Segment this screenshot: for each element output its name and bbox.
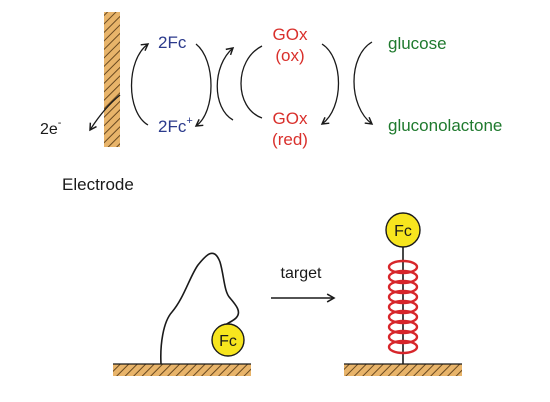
ferrocene-reduced-label: 2Fc [158, 33, 187, 52]
glucose-arrow-in [353, 41, 374, 125]
fc-reporter-far [385, 212, 421, 248]
gox-cycle-arrow-left [240, 45, 263, 119]
gox-oxidized-label: GOx [273, 25, 308, 44]
target-label: target [281, 265, 322, 282]
gox-reduced-state: (red) [272, 130, 308, 149]
helix-turn [387, 289, 419, 305]
surface-left [113, 364, 251, 376]
electrode-label: Electrode [62, 175, 134, 194]
glucose-label: glucose [388, 34, 447, 53]
electron-label: 2e- [40, 117, 62, 138]
gox-oxidized-state: (ox) [275, 46, 304, 65]
fc-reporter-near-label: Fc [219, 333, 237, 350]
fc-reporter-near [211, 323, 245, 357]
surface-right [344, 364, 462, 376]
helix-turn [387, 299, 419, 315]
folded-probe-strand [160, 252, 240, 365]
ferrocenium-label: 2Fc+ [158, 115, 193, 136]
helix-turn [387, 259, 419, 275]
target-duplex-helix [387, 259, 419, 355]
helix-turn [387, 309, 419, 325]
fc-cycle-arrow-down [194, 43, 212, 127]
gluconolactone-label: gluconolactone [388, 116, 502, 135]
glucose-arrow-out [320, 43, 340, 125]
fc-reporter-far-label: Fc [394, 223, 412, 240]
helix-turn [387, 279, 419, 295]
helix-turn [387, 319, 419, 335]
helix-turn [387, 329, 419, 345]
electrode-bar [104, 12, 120, 147]
helix-turn [387, 269, 419, 285]
gox-cycle-arrow-right [216, 47, 235, 121]
fc-cycle-arrow-up [130, 43, 150, 126]
gox-reduced-label: GOx [273, 109, 308, 128]
helix-turn [387, 339, 419, 355]
electron-arrow [89, 94, 121, 132]
